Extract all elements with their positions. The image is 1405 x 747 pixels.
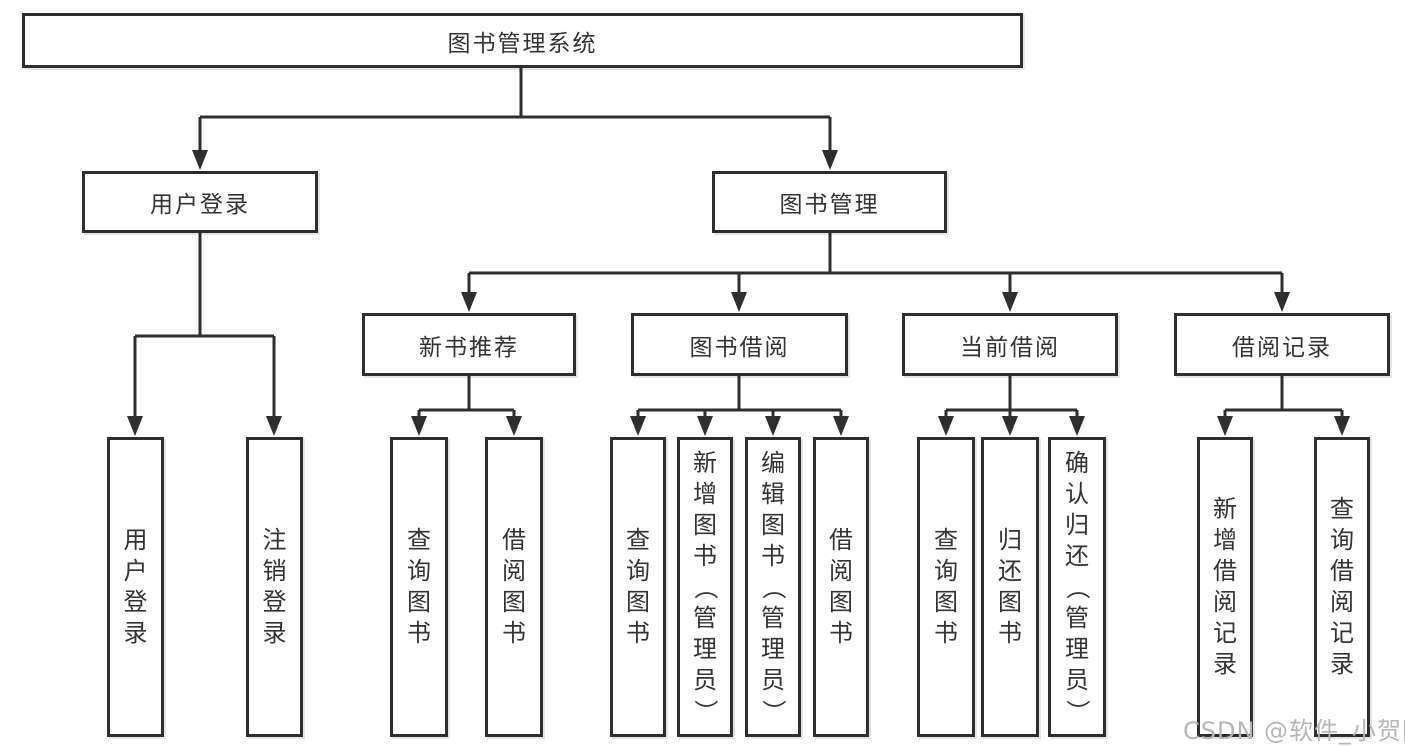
leaf-label: 归还图书 xyxy=(998,526,1022,647)
leaf-query-books: 查询图书 xyxy=(610,437,666,737)
node-label: 借阅记录 xyxy=(1232,334,1332,361)
leaf-label: 用户登录 xyxy=(123,526,148,647)
leaf-label: 注销登录 xyxy=(262,526,287,647)
csdn-watermark: CSDN @软件_小贺同学 xyxy=(1183,717,1405,745)
node-book-borrowing: 图书借阅 xyxy=(631,313,848,376)
leaf-query-books: 查询图书 xyxy=(917,437,975,737)
node-book-management: 图书管理 xyxy=(712,171,947,233)
leaf-borrow-books: 借阅图书 xyxy=(485,437,543,737)
node-label: 当前借阅 xyxy=(960,334,1060,361)
node-label: 图书借阅 xyxy=(689,334,790,361)
leaf-query-books: 查询图书 xyxy=(390,437,448,737)
leaf-label: 查询图书 xyxy=(407,526,431,647)
leaf-user-login: 用户登录 xyxy=(107,437,164,737)
leaf-label: 查询借阅记录 xyxy=(1330,495,1354,678)
node-library-management-system: 图书管理系统 xyxy=(22,13,1023,68)
node-user-login: 用户登录 xyxy=(82,171,318,233)
leaf-add-borrow-record: 新增借阅记录 xyxy=(1197,437,1253,737)
leaf-label: 查询图书 xyxy=(626,526,650,647)
leaf-confirm-return-admin: 确认归还（管理员） xyxy=(1048,437,1106,737)
leaf-borrow-books: 借阅图书 xyxy=(813,437,869,737)
leaf-label: 借阅图书 xyxy=(502,526,526,647)
node-label: 新书推荐 xyxy=(419,334,519,361)
leaf-return-books: 归还图书 xyxy=(981,437,1039,737)
node-current-borrowing: 当前借阅 xyxy=(902,313,1118,376)
node-borrowing-records: 借阅记录 xyxy=(1174,313,1390,376)
leaf-label: 编辑图书（管理员） xyxy=(759,448,788,724)
leaf-label: 确认归还（管理员） xyxy=(1063,448,1092,724)
node-new-book-recommend: 新书推荐 xyxy=(362,313,576,376)
leaf-label: 新增图书（管理员） xyxy=(691,448,720,724)
leaf-label: 新增借阅记录 xyxy=(1213,495,1237,678)
leaf-edit-books-admin: 编辑图书（管理员） xyxy=(745,437,801,737)
node-label: 用户登录 xyxy=(150,192,250,218)
leaf-label: 借阅图书 xyxy=(829,526,853,647)
leaf-query-borrow-record: 查询借阅记录 xyxy=(1314,437,1370,737)
leaf-add-books-admin: 新增图书（管理员） xyxy=(677,437,733,737)
node-label: 图书管理 xyxy=(779,192,880,218)
node-label: 图书管理系统 xyxy=(447,30,598,57)
leaf-label: 查询图书 xyxy=(934,526,958,647)
arrowheads xyxy=(127,150,1350,436)
leaf-logout: 注销登录 xyxy=(246,437,303,737)
